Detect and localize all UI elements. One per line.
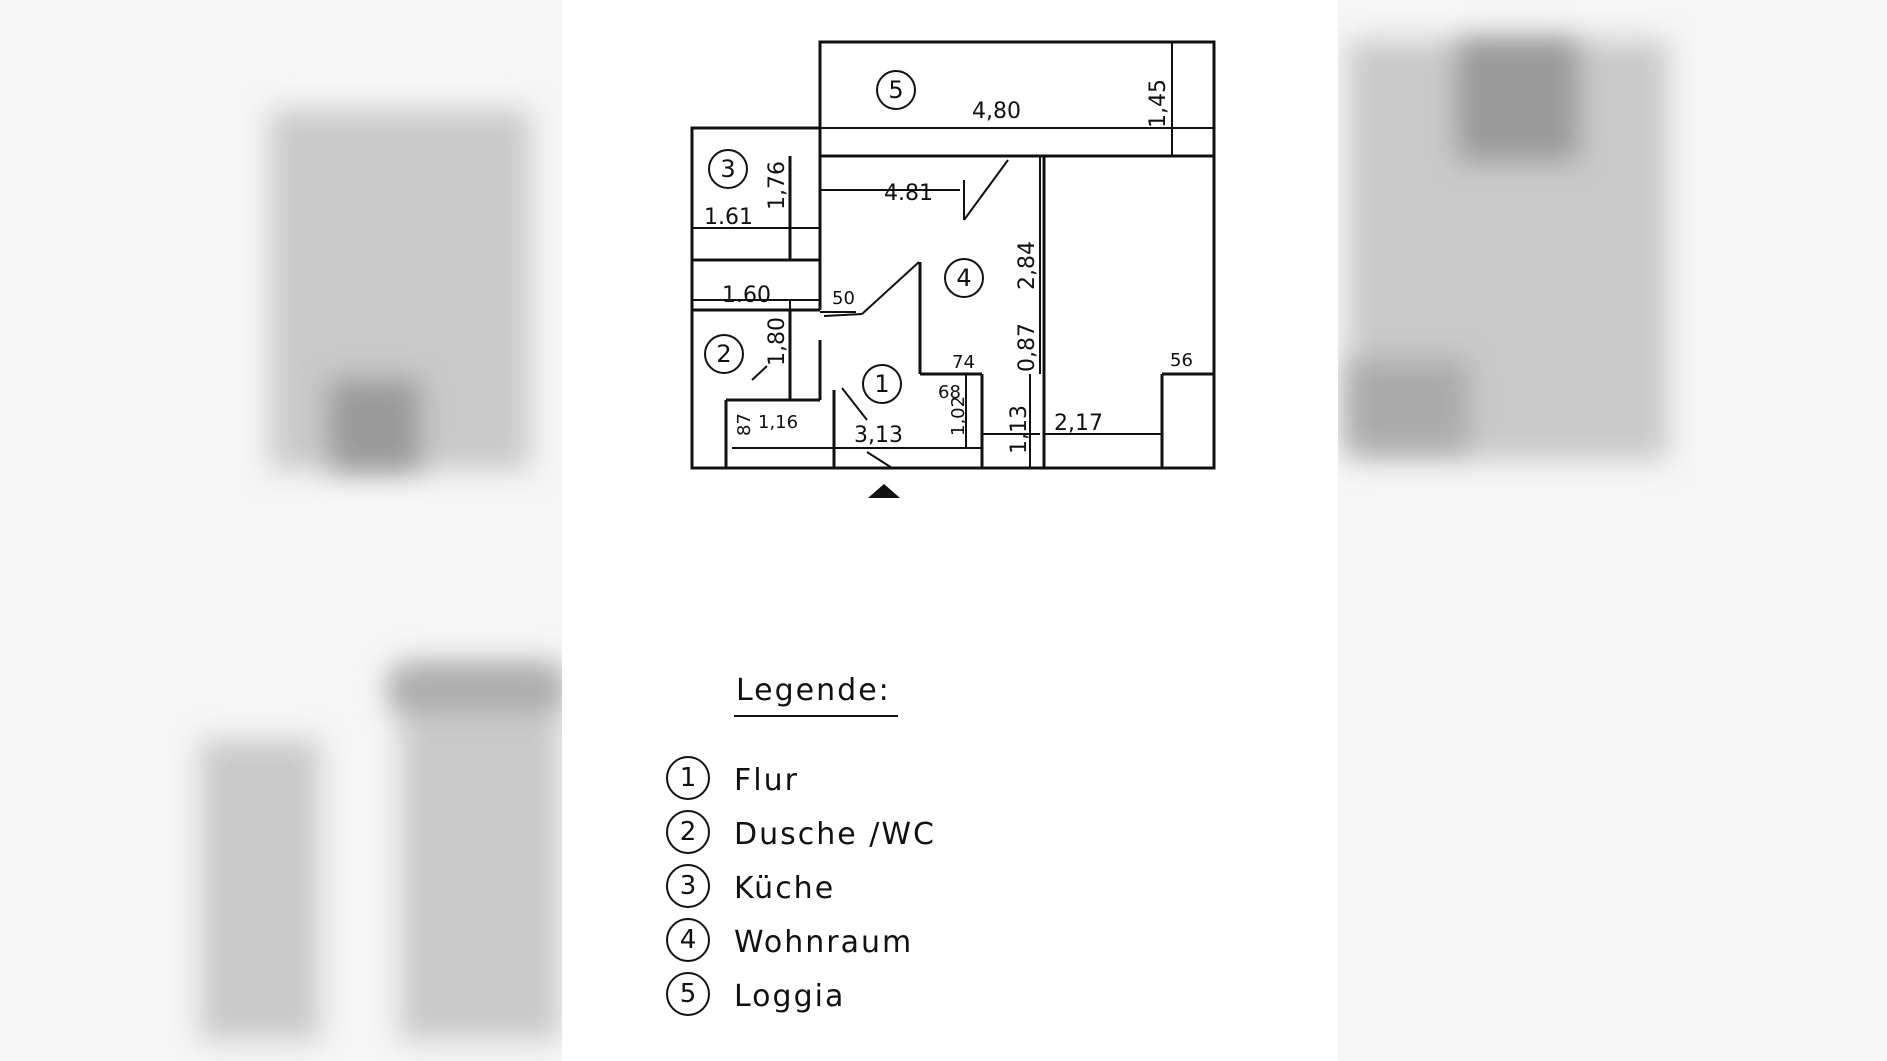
- dim-wohn-depth: 2,84: [1015, 241, 1040, 290]
- legend-item: 4 Wohnraum: [666, 918, 913, 962]
- legend-label: Wohnraum: [734, 925, 913, 960]
- room-marker-4: 4: [944, 258, 984, 298]
- blurred-background-right: [1338, 0, 1887, 1061]
- legend-number: 5: [680, 979, 697, 1009]
- dim-flur-width: 3,13: [854, 423, 903, 448]
- dim-87: 87: [734, 413, 755, 436]
- dimension-lines: [692, 42, 1214, 468]
- dim-wohn-width: 4.81: [884, 181, 933, 206]
- legend-label: Dusche /WC: [734, 817, 936, 852]
- legend-label: Flur: [734, 763, 799, 798]
- room-number: 3: [720, 155, 735, 183]
- dim-kueche-depth: 1,76: [765, 161, 790, 210]
- entrance-arrow-icon: [868, 484, 900, 498]
- dim-wall-087: 0,87: [1015, 323, 1040, 372]
- dim-56: 56: [1170, 350, 1193, 371]
- dim-113: 1,13: [1007, 405, 1032, 454]
- room-marker-3: 3: [708, 149, 748, 189]
- legend-title: Legende:: [736, 673, 891, 708]
- legend: Legende: 1 Flur 2 Dusche /WC 3 Küche 4 W…: [666, 673, 936, 1016]
- dim-102: 1,02: [948, 396, 969, 436]
- room-number: 4: [956, 264, 971, 292]
- room-number: 1: [874, 370, 889, 398]
- dim-217: 2,17: [1054, 411, 1103, 436]
- room-marker-2: 2: [704, 334, 744, 374]
- dim-bad-width: 1.60: [722, 283, 771, 308]
- dim-kueche-width: 1.61: [704, 205, 753, 230]
- room-number: 5: [888, 76, 903, 104]
- legend-number: 4: [680, 925, 697, 955]
- dim-loggia-width: 4,80: [972, 99, 1021, 124]
- dim-loggia-depth: 1,45: [1146, 79, 1171, 128]
- room-marker-1: 1: [862, 364, 902, 404]
- dim-bad-depth: 1,80: [765, 317, 790, 366]
- dim-door-50: 50: [832, 288, 855, 309]
- dim-116: 1,16: [758, 412, 798, 433]
- legend-item: 5 Loggia: [666, 972, 845, 1016]
- legend-item: 2 Dusche /WC: [666, 810, 936, 854]
- room-marker-5: 5: [876, 70, 916, 110]
- legend-label: Küche: [734, 871, 835, 906]
- legend-item: 1 Flur: [666, 756, 799, 800]
- walls: [690, 40, 1216, 470]
- legend-item: 3 Küche: [666, 864, 835, 908]
- dim-74: 74: [952, 352, 975, 373]
- legend-number: 1: [680, 763, 697, 793]
- legend-number: 3: [680, 871, 697, 901]
- floor-plan-drawing: 5 3 4 2 1 4,80 1,45 4.81 1,76 1.61 1.60 …: [666, 40, 1216, 1016]
- dim-68: 68: [938, 382, 961, 403]
- legend-number: 2: [680, 817, 697, 847]
- legend-label: Loggia: [734, 979, 845, 1014]
- floor-plan-sheet: 5 3 4 2 1 4,80 1,45 4.81 1,76 1.61 1.60 …: [562, 0, 1338, 1061]
- blurred-background-left: [0, 0, 562, 1061]
- room-number: 2: [716, 340, 731, 368]
